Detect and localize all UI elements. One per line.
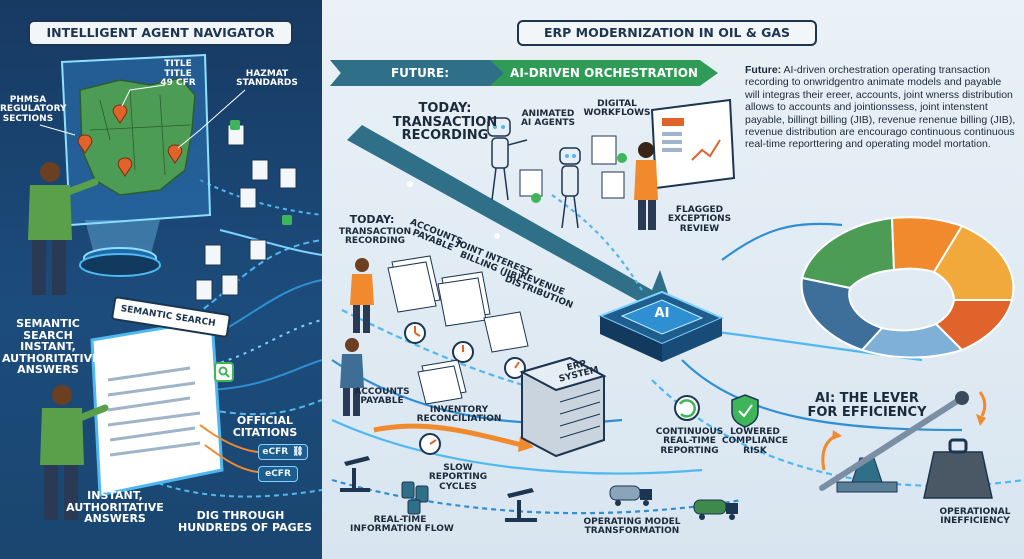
operating-model-label: OPERATING MODEL TRANSFORMATION xyxy=(583,517,681,537)
ecfr-link-1-text: eCFR xyxy=(262,447,289,457)
dig-through-label: DIG THROUGH HUNDREDS OF PAGES xyxy=(178,509,313,534)
label-phmsa: PHMSA REGULATORY SECTIONS xyxy=(0,95,67,124)
future-description-lead: Future: xyxy=(745,64,782,76)
person-clerk-bottom xyxy=(340,338,364,416)
future-description: Future: AI-driven orchestration operatin… xyxy=(745,64,1017,151)
future-description-body: AI-driven orchestration operating transa… xyxy=(745,64,1016,151)
transaction-recording-label: TRANSACTION RECORDING xyxy=(338,227,412,247)
flagged-exceptions-label: FLAGGED EXCEPTIONS REVIEW xyxy=(667,205,732,234)
label-title: TITLE xyxy=(164,59,192,69)
continuous-reporting-label: CONTINUOUS REAL-TIME REPORTING xyxy=(655,427,724,456)
ai-orchestration-banner-text: AI-DRIVEN ORCHESTRATION xyxy=(510,66,698,80)
left-panel: INTELLIGENT AGENT NAVIGATOR TITLE TITLE … xyxy=(0,0,322,559)
location-pin-icon xyxy=(77,104,183,177)
donut-chart-icon xyxy=(800,216,1015,359)
ecfr-link-2[interactable]: eCFR xyxy=(258,466,298,482)
lowered-risk-label: LOWERED COMPLIANCE RISK xyxy=(721,427,789,456)
search-icon xyxy=(218,366,230,378)
lever-label: AI: THE LEVER FOR EFFICIENCY xyxy=(807,391,927,420)
operational-inefficiency-label: OPERATIONAL INEFFICIENCY xyxy=(939,507,1011,527)
ecfr-link-1[interactable]: eCFR⛓ xyxy=(258,444,308,460)
person-top xyxy=(28,162,99,295)
today-small-label: TODAY: xyxy=(349,213,395,226)
label-hazmat: HAZMAT STANDARDS xyxy=(236,69,298,89)
ai-orchestration-banner: AI-DRIVEN ORCHESTRATION xyxy=(490,60,718,86)
person-reviewer xyxy=(634,142,658,230)
tanker-truck-icon xyxy=(609,485,738,520)
barrels-icon xyxy=(401,481,429,515)
label-title-49: TITLE 49 CFR xyxy=(160,69,196,89)
checkmark-icon xyxy=(230,120,292,225)
seesaw-lever-icon xyxy=(819,391,969,493)
document-icon xyxy=(519,135,625,199)
inventory-reconciliation-label: INVENTORY RECONCILIATION xyxy=(416,405,502,425)
search-results-panel xyxy=(90,318,224,497)
refresh-icon xyxy=(674,395,700,421)
right-panel-artwork xyxy=(331,98,1024,522)
paper-stacks xyxy=(387,255,529,405)
person-clerk-top xyxy=(350,258,374,333)
oil-pump-icon xyxy=(340,456,537,522)
person-bottom xyxy=(40,385,109,520)
right-title: ERP MODERNIZATION IN OIL & GAS xyxy=(517,20,817,46)
search-button[interactable] xyxy=(214,362,234,382)
future-banner: FUTURE: xyxy=(330,60,510,86)
checkmark-icon xyxy=(531,153,627,203)
hologram-projector-icon xyxy=(79,220,161,277)
animated-agents-label: ANIMATED AI AGENTS xyxy=(520,109,576,129)
exceptions-board xyxy=(650,98,736,190)
realtime-flow-label: REAL-TIME INFORMATION FLOW xyxy=(350,515,454,535)
link-icon: ⛓ xyxy=(292,447,304,457)
left-title: INTELLIGENT AGENT NAVIGATOR xyxy=(28,20,293,46)
official-citations-label: OFFICIAL CITATIONS xyxy=(232,414,298,439)
robot-icon xyxy=(487,117,581,229)
right-panel: ERP MODERNIZATION IN OIL & GAS FUTURE: A… xyxy=(322,0,1024,559)
shield-check-icon xyxy=(731,394,759,428)
ai-chip-label: AI xyxy=(654,306,670,321)
instant-answers-label: INSTANT, AUTHORITATIVE ANSWERS xyxy=(66,489,164,526)
future-banner-text: FUTURE: xyxy=(390,66,450,80)
semantic-search-label: SEMANTIC SEARCH INSTANT, AUTHORITATIVE A… xyxy=(2,317,100,377)
ai-chip-icon xyxy=(597,290,725,362)
map-icon xyxy=(60,53,212,227)
weight-icon xyxy=(923,438,993,499)
digital-workflows-label: DIGITAL WORKFLOWS xyxy=(583,99,651,119)
ecfr-link-2-text: eCFR xyxy=(265,469,291,479)
left-panel-artwork xyxy=(28,53,322,520)
accounts-payable-label: ACCOUNTS PAYABLE xyxy=(354,387,410,407)
today-transaction-label: TODAY: TRANSACTION RECORDING xyxy=(392,101,498,144)
server-icon xyxy=(519,356,607,458)
slow-reporting-label: SLOW REPORTING CYCLES xyxy=(428,463,488,492)
